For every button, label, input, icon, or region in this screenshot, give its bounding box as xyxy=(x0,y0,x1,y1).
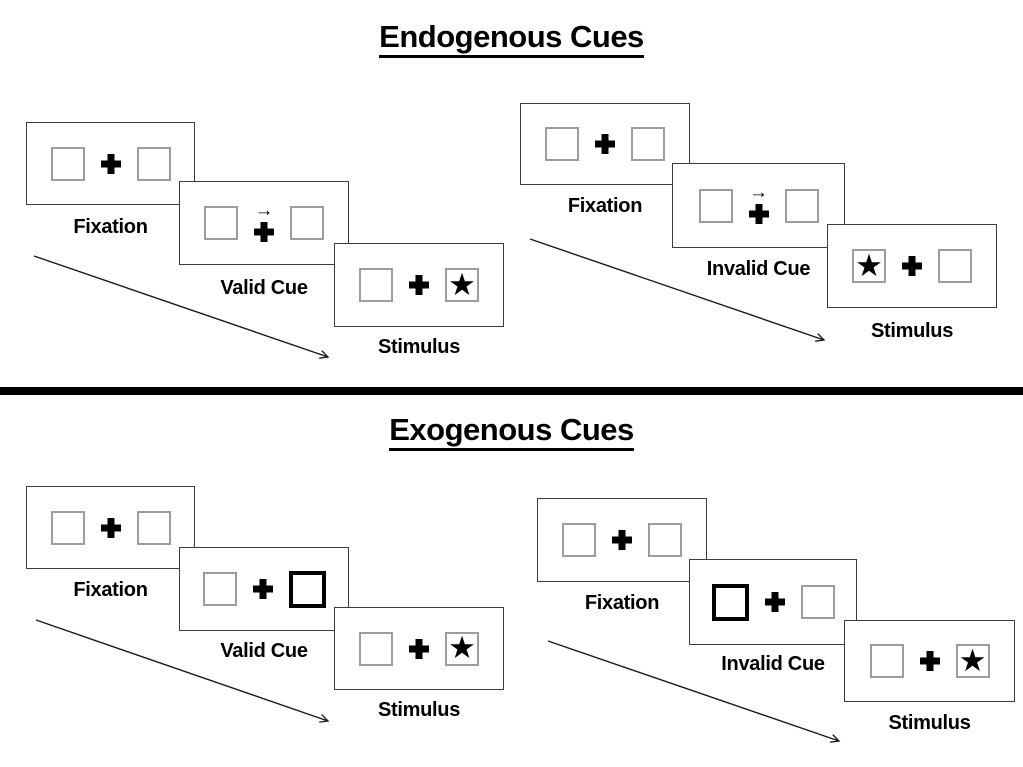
star-icon: ★ xyxy=(855,247,883,283)
section-divider xyxy=(0,387,1023,395)
left-box-cued xyxy=(711,583,749,621)
left-box-with-target: ★ xyxy=(852,249,886,283)
valid-cue-label: Valid Cue xyxy=(220,640,308,662)
star-icon: ★ xyxy=(958,642,987,678)
timeline-arrow-endogenous-invalid xyxy=(529,238,826,342)
exogenous-title-row: Exogenous Cues xyxy=(0,412,1023,452)
left-box xyxy=(50,510,85,545)
endo-valid-cue-panel: → xyxy=(179,181,349,265)
endo-invalid-stimulus-panel: ★ xyxy=(827,224,997,308)
left-box xyxy=(359,268,393,302)
star-icon: ★ xyxy=(448,630,476,665)
right-box xyxy=(648,523,682,557)
exo-invalid-cue-panel xyxy=(689,559,857,645)
right-box xyxy=(800,585,835,619)
fixation-cross-icon xyxy=(595,134,615,154)
left-box xyxy=(202,572,237,606)
right-box-with-target: ★ xyxy=(955,642,990,678)
fixation-cross-icon xyxy=(749,204,769,224)
fixation-cross-icon xyxy=(612,530,632,550)
left-box xyxy=(698,188,733,223)
invalid-cue-label: Invalid Cue xyxy=(721,653,825,675)
right-box xyxy=(136,510,171,545)
exogenous-section-title: Exogenous Cues xyxy=(389,412,634,452)
endo-invalid-fixation-panel xyxy=(520,103,690,185)
right-box-with-target: ★ xyxy=(445,268,479,302)
central-cue: → xyxy=(749,182,769,224)
central-cue: → xyxy=(254,199,274,242)
right-box xyxy=(290,206,324,240)
timeline-arrow-endogenous-valid xyxy=(33,255,330,359)
right-box xyxy=(938,249,972,283)
endo-valid-fixation-panel xyxy=(26,122,195,205)
fixation-cross-icon xyxy=(101,518,121,538)
left-box xyxy=(562,523,596,557)
left-box xyxy=(545,127,579,161)
right-box xyxy=(631,127,665,161)
fixation-cross-icon xyxy=(409,639,429,659)
fixation-label: Fixation xyxy=(567,195,643,217)
fixation-label: Fixation xyxy=(73,216,148,238)
right-box-with-target: ★ xyxy=(445,630,479,666)
left-box xyxy=(50,146,85,181)
fixation-cross-icon xyxy=(765,592,785,612)
exo-valid-cue-panel xyxy=(179,547,349,631)
exo-invalid-fixation-panel xyxy=(537,498,707,582)
exo-valid-fixation-panel xyxy=(26,486,195,569)
endo-valid-stimulus-panel: ★ xyxy=(334,243,504,327)
fixation-cross-icon xyxy=(101,154,121,174)
endogenous-section-title: Endogenous Cues xyxy=(379,19,644,59)
left-box xyxy=(869,644,904,678)
fixation-cross-icon xyxy=(920,651,940,671)
valid-cue-label: Valid Cue xyxy=(220,277,308,299)
timeline-arrow-exogenous-valid xyxy=(35,619,330,723)
invalid-cue-label: Invalid Cue xyxy=(706,258,811,280)
cue-arrow-icon: → xyxy=(749,182,768,203)
stimulus-label: Stimulus xyxy=(870,320,954,342)
exo-valid-stimulus-panel: ★ xyxy=(334,607,504,690)
endogenous-title-row: Endogenous Cues xyxy=(0,19,1023,59)
stimulus-label: Stimulus xyxy=(888,712,971,734)
stimulus-label: Stimulus xyxy=(377,336,461,358)
fixation-cross-icon xyxy=(253,579,273,599)
right-box-cued xyxy=(288,570,326,608)
exo-invalid-stimulus-panel: ★ xyxy=(844,620,1015,702)
left-box xyxy=(359,631,393,666)
timeline-arrow-exogenous-invalid xyxy=(547,640,841,743)
right-box xyxy=(136,146,171,181)
left-box xyxy=(204,206,238,240)
endo-invalid-cue-panel: → xyxy=(672,163,845,248)
fixation-cross-icon xyxy=(902,256,922,276)
star-icon: ★ xyxy=(448,266,476,302)
fixation-cross-icon xyxy=(409,275,429,295)
fixation-cross-icon xyxy=(254,222,274,242)
right-box xyxy=(784,188,819,223)
fixation-label: Fixation xyxy=(584,592,660,614)
stimulus-label: Stimulus xyxy=(377,699,461,721)
fixation-label: Fixation xyxy=(73,579,148,601)
cue-arrow-icon: → xyxy=(254,199,274,221)
